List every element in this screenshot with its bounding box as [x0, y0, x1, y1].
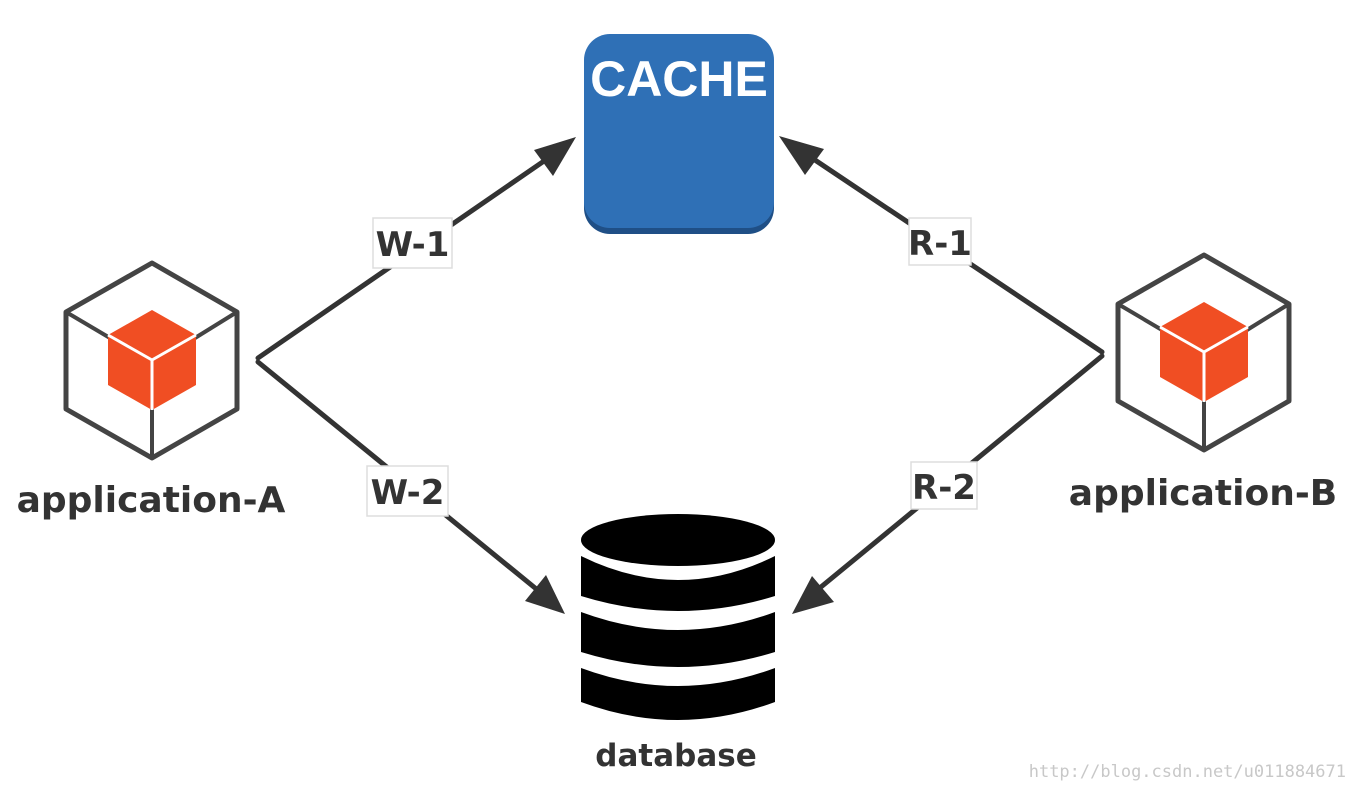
arrow-r2-head	[792, 576, 834, 614]
application-b-label: application-B	[1069, 473, 1337, 514]
database-node: database	[581, 514, 775, 774]
watermark-text: http://blog.csdn.net/u011884671	[1029, 762, 1346, 782]
edge-label-r1: R-1	[908, 217, 972, 266]
arrow-w1-head	[534, 137, 576, 176]
arrow-r1-head	[779, 136, 824, 175]
cache-node: CACHE	[584, 34, 774, 234]
edge-label-r1-text: R-1	[908, 224, 972, 264]
application-a-label: application-A	[17, 480, 286, 521]
edge-label-w2: W-2	[366, 465, 449, 517]
arrow-w2-head	[525, 575, 565, 614]
edge-label-w2-text: W-2	[371, 473, 445, 513]
edge-label-r2: R-2	[910, 461, 978, 510]
database-label: database	[595, 738, 756, 774]
application-b-cube-icon	[1115, 252, 1292, 453]
application-a-node: application-A	[17, 260, 286, 521]
edge-label-w1: W-1	[372, 217, 453, 269]
application-a-cube-icon	[63, 260, 240, 461]
database-icon	[581, 514, 775, 720]
cache-box	[584, 34, 774, 228]
cache-title: CACHE	[590, 51, 768, 107]
application-b-node: application-B	[1069, 252, 1337, 514]
edge-label-r2-text: R-2	[912, 468, 976, 508]
arrowheads	[525, 136, 834, 614]
edge-label-w1-text: W-1	[376, 225, 450, 265]
